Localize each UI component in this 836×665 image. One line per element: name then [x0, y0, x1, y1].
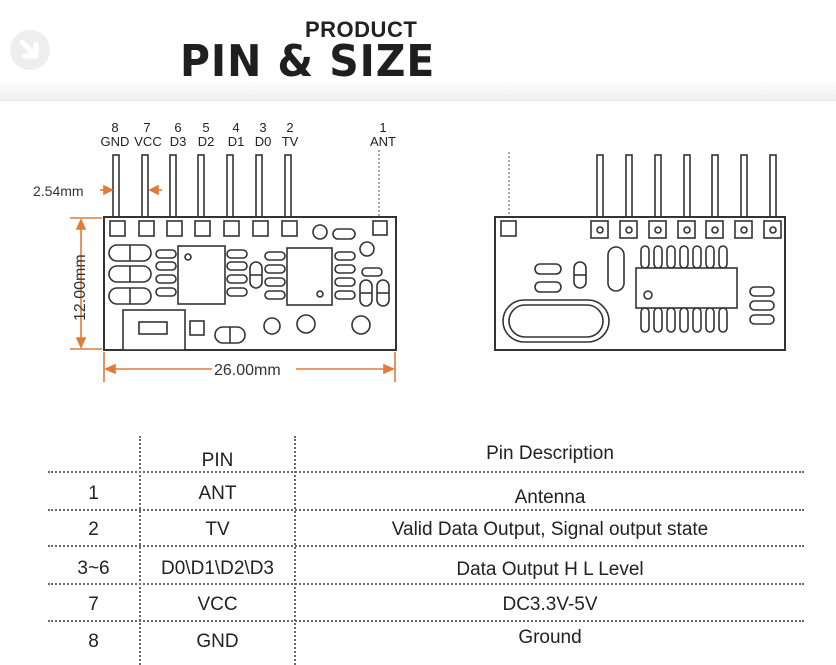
- module-diagram: 8 GND 7 VCC 6 D3 5 D2 4 D1 3 D0 2 TV 1 A…: [33, 120, 786, 382]
- pin-label-ant: ANT: [370, 134, 396, 149]
- pin-number-6: 6: [174, 120, 181, 135]
- header-pin: PIN: [201, 450, 234, 471]
- dimensions: [70, 184, 396, 382]
- row-3-pin: D0\D1\D2\D3: [161, 558, 274, 579]
- row-1-no: 1: [88, 483, 99, 504]
- pin-label-gnd: GND: [101, 134, 130, 149]
- row-4-no: 7: [88, 594, 99, 615]
- pin-label-tv: TV: [282, 134, 299, 149]
- left-pins: [112, 154, 292, 219]
- row-2-description: Valid Data Output, Signal output state: [391, 519, 709, 540]
- height-label: 12.00mm: [72, 254, 89, 321]
- pin-number-4: 4: [232, 120, 239, 135]
- pin-number-1: 1: [379, 120, 386, 135]
- table-divider: [139, 436, 141, 665]
- header-description: Pin Description: [486, 443, 614, 464]
- row-5-pin: GND: [196, 631, 239, 652]
- pin-number-8: 8: [111, 120, 118, 135]
- row-2-no: 2: [88, 519, 99, 540]
- row-5-no: 8: [88, 631, 99, 652]
- title-product: PRODUCT: [305, 17, 418, 42]
- table-rule: [48, 545, 804, 547]
- left-board-components: [108, 220, 390, 351]
- table-divider: [294, 436, 296, 665]
- circle-arrow-logo-icon: [10, 30, 50, 70]
- pin-label-d3: D3: [170, 134, 187, 149]
- row-2-pin: TV: [205, 519, 230, 540]
- header-band: [0, 0, 836, 101]
- pin-label-d1: D1: [228, 134, 245, 149]
- row-3-no: 3~6: [77, 558, 110, 579]
- pin-number-2: 2: [286, 120, 293, 135]
- row-3-description: Data Output H L Level: [456, 559, 644, 580]
- pin-labels: 8 GND 7 VCC 6 D3 5 D2 4 D1 3 D0 2 TV 1 A…: [101, 120, 397, 149]
- pin-label-vcc: VCC: [134, 134, 161, 149]
- table-rule: [48, 509, 804, 511]
- pin-number-5: 5: [202, 120, 209, 135]
- table-rule: [48, 583, 804, 585]
- table-rule: [48, 471, 804, 473]
- pin-number-7: 7: [143, 120, 150, 135]
- table-rule: [48, 620, 804, 622]
- row-1-pin: ANT: [198, 483, 237, 504]
- row-4-description: DC3.3V-5V: [502, 594, 598, 615]
- pin-label-d2: D2: [198, 134, 215, 149]
- row-1-description: Antenna: [514, 487, 586, 508]
- row-4-pin: VCC: [197, 594, 238, 615]
- dimension-labels: 2.54mm 26.00mm 12.00mm: [33, 183, 281, 379]
- pin-number-3: 3: [259, 120, 266, 135]
- width-label: 26.00mm: [214, 362, 281, 379]
- right-pins: [596, 154, 777, 224]
- pitch-label: 2.54mm: [33, 183, 84, 199]
- title-pin-size: PIN & SIZE: [180, 36, 436, 87]
- right-board-components: [500, 220, 782, 343]
- pin-table: PIN Pin Description 1 ANT Antenna 2 TV V…: [48, 436, 804, 665]
- row-5-description: Ground: [518, 627, 582, 648]
- pin-label-d0: D0: [255, 134, 272, 149]
